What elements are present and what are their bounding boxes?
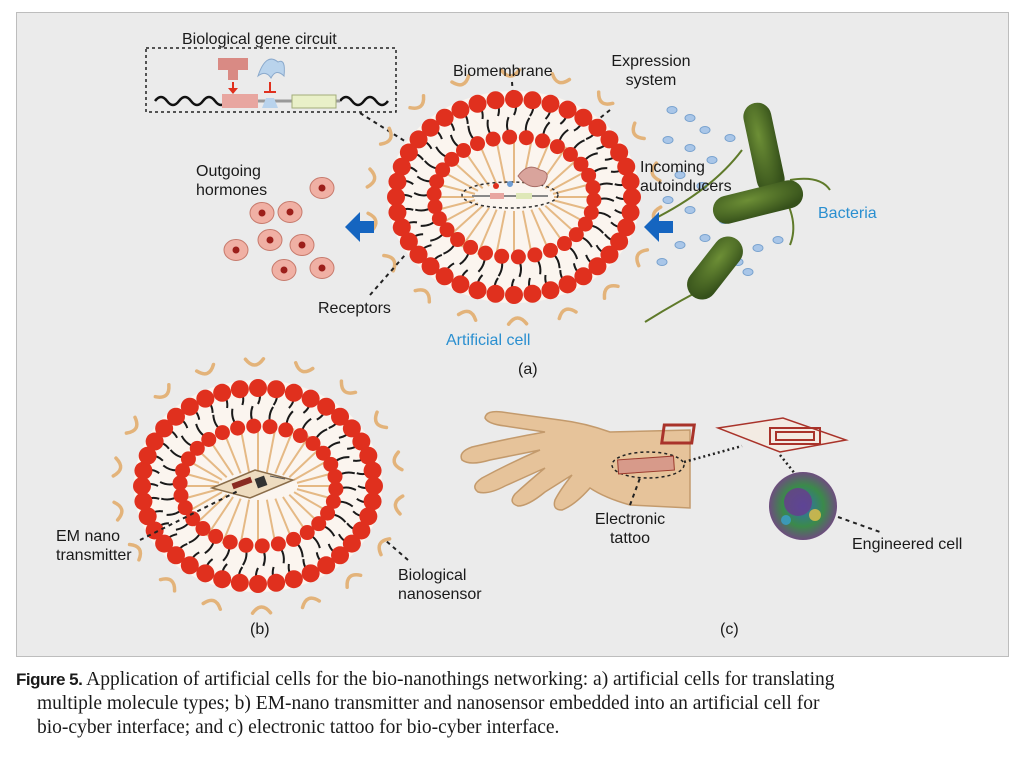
expression-system-inner	[461, 166, 559, 209]
caption-line-1: Application of artificial cells for the …	[86, 669, 835, 690]
label-em-nano-transmitter-text: EM nano transmitter	[56, 528, 132, 564]
label-panel-a: (a)	[518, 361, 538, 378]
hand-forearm	[460, 410, 691, 511]
nano-transmitter-chip	[209, 469, 296, 499]
electronic-tattoo-patch	[611, 451, 685, 479]
label-outgoing-hormones: Outgoing hormones	[196, 162, 267, 200]
label-biological-nanosensor: Biological nanosensor	[398, 566, 482, 604]
tattoo-chip	[660, 417, 849, 453]
nanosensor-pointer	[384, 539, 409, 561]
label-artificial-cell: Artificial cell	[446, 332, 531, 349]
tattoo-to-chip-link	[683, 444, 743, 464]
bacterium-2	[712, 180, 804, 224]
label-gene-circuit: Biological gene circuit	[182, 31, 337, 48]
receptors-pointer	[369, 254, 406, 296]
caption-line-2: multiple molecule types; b) EM-nano tran…	[37, 693, 820, 714]
arrow-in	[644, 212, 673, 242]
label-receptors: Receptors	[318, 300, 391, 317]
label-expression-system: Expression system	[606, 52, 696, 90]
label-biological-nanosensor-text: Biological nanosensor	[398, 567, 482, 603]
caption-figure-label: Figure 5.	[16, 670, 83, 689]
label-bacteria: Bacteria	[818, 205, 877, 222]
bacterium-3	[687, 236, 743, 300]
bacteria-group	[644, 102, 831, 323]
label-em-nano-transmitter: EM nano transmitter	[56, 527, 132, 565]
label-biomembrane: Biomembrane	[453, 63, 553, 80]
label-panel-b: (b)	[250, 621, 270, 638]
engineered-cell-sphere	[769, 472, 837, 540]
label-incoming-autoinducers-text: Incoming autoinducers	[640, 159, 732, 195]
label-incoming-autoinducers: Incoming autoinducers	[640, 158, 732, 196]
gene-circuit-box	[145, 47, 397, 113]
transmitter-pointer	[139, 490, 239, 541]
label-electronic-tattoo-text: Electronic tattoo	[594, 511, 666, 547]
figure-caption: Figure 5. Application of artificial cell…	[16, 668, 1006, 740]
label-expression-system-text: Expression system	[611, 53, 691, 89]
caption-line-3: bio-cyber interface; and c) electronic t…	[37, 717, 560, 738]
label-electronic-tattoo: Electronic tattoo	[590, 510, 670, 548]
engineered-cell-pointer	[837, 516, 881, 533]
hormone-cells	[223, 177, 335, 281]
arrow-out	[345, 212, 374, 242]
bacterium-1	[743, 102, 785, 194]
label-panel-c: (c)	[720, 621, 739, 638]
label-engineered-cell: Engineered cell	[852, 536, 963, 553]
label-outgoing-hormones-text: Outgoing hormones	[196, 163, 268, 199]
